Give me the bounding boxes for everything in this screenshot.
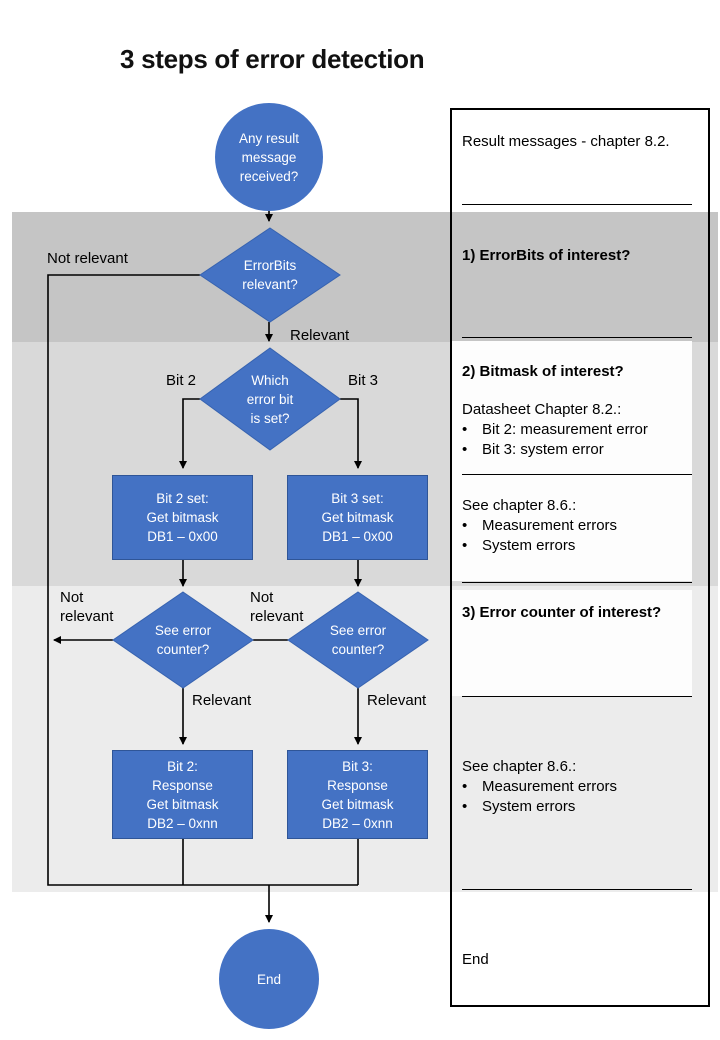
- decision-errorbits-label-box: ErrorBits relevant?: [200, 228, 340, 322]
- edge-label-not-relevant-top: Not relevant: [47, 250, 128, 267]
- decision-diamond-counter-right: [287, 591, 429, 689]
- panel-bullet-system-errors-2: • System errors: [462, 797, 698, 816]
- decision-which-bit-label: Which error bit is set?: [246, 372, 294, 426]
- panel-bullet-system-errors-2-text: System errors: [482, 798, 576, 815]
- panel-bullet-bit2-measurement-text: Bit 2: measurement error: [482, 421, 648, 438]
- annotation-panel: [450, 108, 710, 1007]
- panel-divider-2: [462, 337, 692, 338]
- edge-label-bit3: Bit 3: [348, 372, 379, 389]
- end-node: End: [219, 929, 319, 1029]
- process-bit2-response-label: Bit 2: Response Get bitmask DB2 – 0xnn: [146, 758, 219, 831]
- process-bit3-set-label: Bit 3 set: Get bitmask DB1 – 0x00: [321, 491, 394, 544]
- page-title: 3 steps of error detection: [120, 44, 425, 74]
- edge-whichbit-bit2: [179, 398, 200, 469]
- panel-bullet-system-errors-1-text: System errors: [482, 537, 576, 554]
- panel-bullet-bit3-system: • Bit 3: system error: [462, 440, 698, 459]
- edge-label-not-relevant-left: Not relevant: [60, 589, 114, 625]
- process-bit3-response: Bit 3: Response Get bitmask DB2 – 0xnn: [287, 750, 428, 839]
- edge-label-relevant-right: Relevant: [367, 692, 427, 709]
- start-node: Any result message received?: [215, 103, 323, 211]
- process-bit2-set-label: Bit 2 set: Get bitmask DB1 – 0x00: [146, 491, 219, 544]
- panel-divider-3: [462, 474, 692, 475]
- panel-result-messages: Result messages - chapter 8.2.: [462, 133, 670, 150]
- process-bit3-set: Bit 3 set: Get bitmask DB1 – 0x00: [287, 475, 428, 560]
- decision-counter-right-label-box: See error counter?: [288, 592, 428, 688]
- panel-bullet-measurement-errors-2-text: Measurement errors: [482, 778, 618, 795]
- bullet-icon: •: [462, 778, 468, 795]
- decision-diamond-errorbits: [199, 227, 341, 323]
- panel-white-cell-counter: [452, 590, 692, 696]
- panel-bullet-system-errors-1: • System errors: [462, 536, 698, 555]
- bullet-icon: •: [462, 441, 468, 458]
- decision-errorbits-label: ErrorBits relevant?: [242, 258, 298, 292]
- panel-bullet-measurement-errors-2: • Measurement errors: [462, 777, 698, 796]
- bullet-icon: •: [462, 537, 468, 554]
- decision-diamond-which-bit: [199, 347, 341, 451]
- decision-counter-right-label: See error counter?: [329, 623, 387, 657]
- bullet-icon: •: [462, 421, 468, 438]
- panel-bullet-bit3-system-text: Bit 3: system error: [482, 441, 604, 458]
- edge-label-relevant-top: Relevant: [290, 327, 350, 344]
- panel-white-cell-bitmask: [452, 341, 692, 581]
- decision-counter-left-label: See error counter?: [154, 623, 212, 657]
- process-bit3-response-label: Bit 3: Response Get bitmask DB2 – 0xnn: [321, 758, 394, 831]
- process-bit2-response: Bit 2: Response Get bitmask DB2 – 0xnn: [112, 750, 253, 839]
- process-bit2-set: Bit 2 set: Get bitmask DB1 – 0x00: [112, 475, 253, 560]
- panel-divider-4: [462, 582, 692, 583]
- panel-divider-1: [462, 204, 692, 205]
- panel-bullet-measurement-errors-1: • Measurement errors: [462, 516, 698, 535]
- panel-see-chapter-2: See chapter 8.6.:: [462, 758, 577, 775]
- decision-diamond-counter-left: [112, 591, 254, 689]
- panel-end-label: End: [462, 951, 489, 968]
- decision-counter-left-label-box: See error counter?: [113, 592, 253, 688]
- edge-notrelevant-return: [47, 274, 358, 886]
- start-node-label: Any result message received?: [238, 130, 300, 184]
- panel-heading-errorbits: 1) ErrorBits of interest?: [462, 247, 631, 264]
- panel-datasheet-ref: Datasheet Chapter 8.2.:: [462, 401, 622, 418]
- panel-bullet-measurement-errors-1-text: Measurement errors: [482, 517, 618, 534]
- gray-band-step1: [12, 212, 718, 342]
- edge-label-relevant-left: Relevant: [192, 692, 252, 709]
- end-node-label: End: [256, 971, 282, 987]
- panel-see-chapter-1: See chapter 8.6.:: [462, 497, 577, 514]
- panel-heading-error-counter: 3) Error counter of interest?: [462, 604, 662, 621]
- edge-label-not-relevant-mid: Not relevant: [250, 589, 304, 625]
- decision-which-bit-label-box: Which error bit is set?: [200, 348, 340, 450]
- edge-whichbit-bit3: [340, 398, 362, 469]
- panel-divider-5: [462, 696, 692, 697]
- panel-divider-6: [462, 889, 692, 890]
- panel-heading-bitmask: 2) Bitmask of interest?: [462, 363, 624, 380]
- edge-label-bit2: Bit 2: [166, 372, 197, 389]
- bullet-icon: •: [462, 798, 468, 815]
- panel-bullet-bit2-measurement: • Bit 2: measurement error: [462, 420, 698, 439]
- bullet-icon: •: [462, 517, 468, 534]
